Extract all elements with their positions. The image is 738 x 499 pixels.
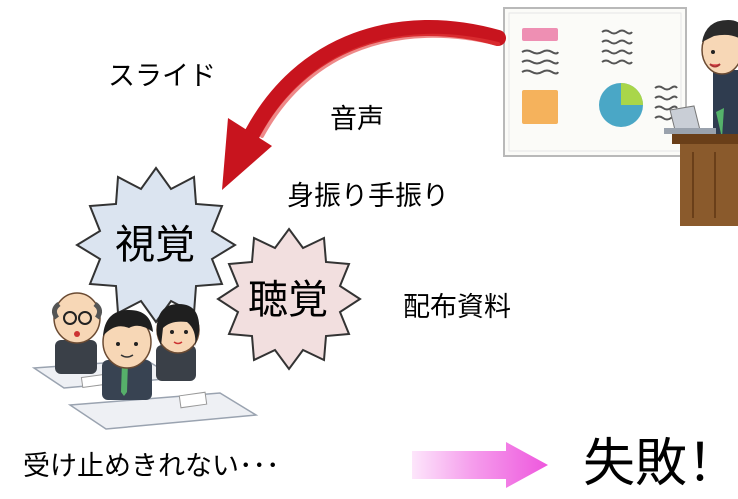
auditory-star [216, 227, 362, 371]
visual-star [75, 166, 237, 324]
curved-arrow-icon [222, 20, 506, 190]
label-gesture: 身振り手振り [287, 181, 449, 212]
failure-text: 失敗！ [583, 434, 738, 494]
podium [672, 134, 738, 226]
audience-illustration [31, 292, 259, 430]
visual-label: 視覚 [115, 222, 195, 268]
laptop-icon [664, 105, 716, 135]
label-voice: 音声 [330, 104, 384, 135]
label-slide: スライド [108, 61, 216, 92]
gradient-arrow-icon [412, 442, 548, 488]
presenter-person [701, 20, 738, 140]
presentation-board [503, 7, 687, 157]
auditory-label: 聴覚 [248, 277, 328, 323]
cannot-absorb-text: 受け止めきれない･･･ [23, 451, 280, 482]
label-handout: 配布資料 [403, 292, 511, 323]
